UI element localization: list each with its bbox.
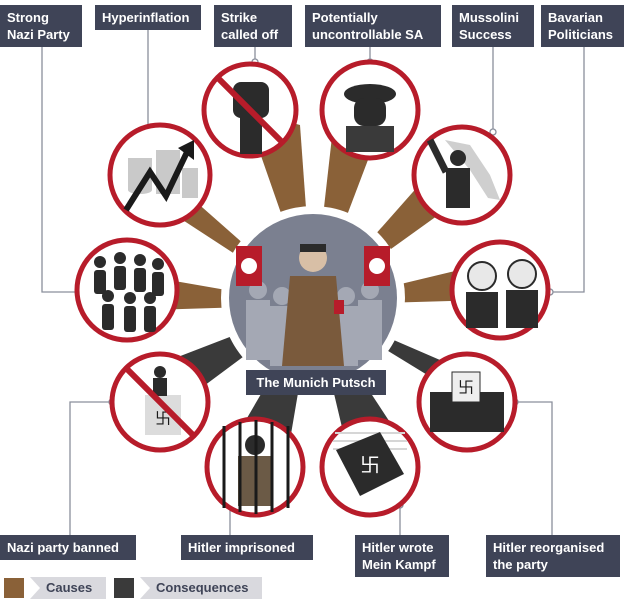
leader-raised-arm bbox=[426, 138, 450, 174]
crowd-body bbox=[358, 300, 382, 360]
connector-dot bbox=[489, 128, 497, 136]
person-body bbox=[114, 266, 126, 290]
person-head bbox=[134, 254, 146, 266]
leader-body bbox=[446, 168, 470, 208]
legend-label-consequences: Consequences bbox=[140, 577, 262, 599]
fist bbox=[233, 82, 269, 118]
person-body bbox=[152, 272, 164, 296]
person-head bbox=[102, 290, 114, 302]
ballot-box-icon: 卐 bbox=[416, 351, 518, 453]
inflation-arrow-line bbox=[123, 148, 191, 212]
book-cover bbox=[336, 432, 404, 496]
raised-fist-crossed-icon bbox=[201, 61, 299, 159]
right-flag-disc bbox=[369, 258, 385, 274]
leader-coat bbox=[282, 276, 344, 366]
central-image bbox=[221, 206, 405, 390]
left-flag-disc bbox=[241, 258, 257, 274]
politician-body bbox=[506, 290, 538, 328]
person-body bbox=[102, 304, 114, 330]
leader-head bbox=[450, 150, 466, 166]
legend-arrow-icon bbox=[140, 577, 150, 599]
book-emblem: 卐 bbox=[360, 455, 380, 477]
label-strong-nazi-party: Strong Nazi Party bbox=[0, 5, 82, 47]
sa-officer-icon bbox=[319, 59, 421, 161]
person-head bbox=[144, 292, 156, 304]
prohibition-slash bbox=[215, 75, 287, 147]
legend-label-causes: Causes bbox=[30, 577, 106, 599]
person-body bbox=[144, 306, 156, 332]
officer-collar bbox=[346, 126, 394, 152]
label-hitler-wrote-mein-kampf: Hitler wrote Mein Kampf bbox=[355, 535, 449, 577]
connector-bavarian bbox=[550, 44, 585, 293]
label-hyperinflation: Hyperinflation bbox=[95, 5, 201, 30]
crowd-head bbox=[273, 287, 291, 305]
label-hitler-reorganised-the-party: Hitler reorganised the party bbox=[486, 535, 620, 577]
legend: Causes Consequences bbox=[0, 574, 270, 602]
label-hitler-imprisoned: Hitler imprisoned bbox=[181, 535, 313, 560]
hyperinflation-graph-icon bbox=[107, 122, 213, 228]
politician-head bbox=[467, 261, 497, 291]
text-line bbox=[335, 432, 405, 434]
label-strike-called-off: Strike called off bbox=[214, 5, 292, 47]
crowd-icon bbox=[74, 237, 180, 343]
leader-armband bbox=[334, 300, 344, 314]
speaker-body bbox=[153, 378, 167, 396]
connector-nazi-banned bbox=[69, 401, 112, 535]
person-body bbox=[124, 306, 136, 332]
officer-cap bbox=[344, 84, 396, 104]
legend-swatch-causes bbox=[4, 578, 24, 598]
legend-swatch-consequences bbox=[114, 578, 134, 598]
mussolini-italy-icon bbox=[411, 124, 513, 226]
podium-emblem: 卐 bbox=[155, 410, 171, 428]
arm bbox=[240, 116, 262, 154]
center-title: The Munich Putsch bbox=[246, 370, 386, 395]
bavarian-politicians-icon bbox=[449, 239, 551, 341]
person-body bbox=[94, 270, 106, 294]
banned-rally-icon: 卐 bbox=[109, 351, 211, 453]
prohibition-slash bbox=[123, 365, 197, 439]
inflation-arrow-head bbox=[178, 140, 194, 160]
politician-head bbox=[507, 259, 537, 289]
ballot-paper bbox=[451, 371, 481, 403]
label-bavarian-politicians: Bavarian Politicians bbox=[541, 5, 624, 47]
leader-hair bbox=[300, 244, 326, 252]
prison-bars-icon bbox=[204, 416, 306, 518]
coin-stack bbox=[182, 168, 198, 198]
ballot-emblem: 卐 bbox=[458, 379, 474, 397]
speaker-head bbox=[154, 366, 166, 378]
label-nazi-party-banned: Nazi party banned bbox=[0, 535, 136, 560]
person-head bbox=[152, 258, 164, 270]
connector-strong-nazi-party bbox=[41, 46, 78, 293]
connector-lines bbox=[41, 28, 585, 535]
book-icon: 卐 bbox=[319, 416, 421, 518]
label-mussolini-success: Mussolini Success bbox=[452, 5, 534, 47]
person-body bbox=[134, 268, 146, 292]
label-potentially-uncontrollable-sa: Potentially uncontrollable SA bbox=[305, 5, 441, 47]
crowd-body bbox=[246, 300, 270, 360]
officer-face bbox=[354, 98, 386, 126]
person-head bbox=[114, 252, 126, 264]
politician-body bbox=[466, 292, 498, 328]
legend-arrow-icon bbox=[30, 577, 40, 599]
person-head bbox=[124, 292, 136, 304]
person-head bbox=[94, 256, 106, 268]
connector-reorganised bbox=[515, 401, 553, 535]
